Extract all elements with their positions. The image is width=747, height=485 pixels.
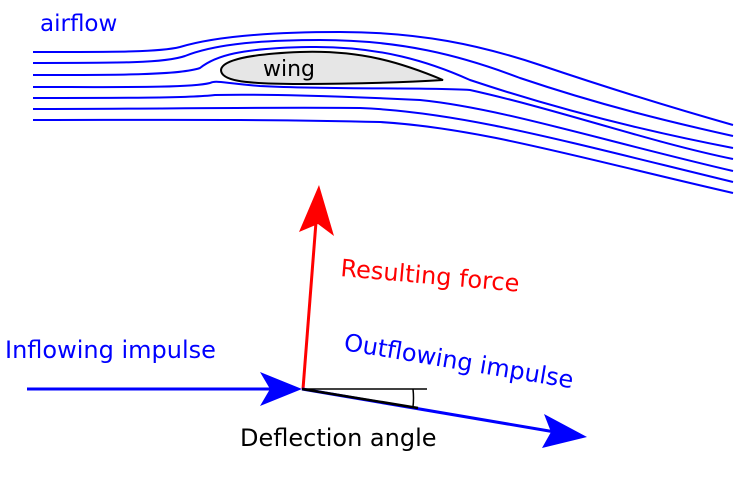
streamline <box>32 80 734 160</box>
outflowing-impulse-label: Outflowing impulse <box>342 328 576 394</box>
streamline <box>32 106 734 183</box>
streamline <box>32 45 734 149</box>
inflowing-impulse-label: Inflowing impulse <box>5 336 216 364</box>
deflection-angle-label: Deflection angle <box>240 424 437 452</box>
streamline <box>32 38 734 137</box>
streamline <box>32 118 734 194</box>
resulting-force-arrow <box>299 185 334 390</box>
airflow-label: airflow <box>40 11 117 37</box>
deflection-angle-marker <box>301 387 427 410</box>
wing-airfoil <box>219 50 444 86</box>
streamlines <box>32 30 734 194</box>
inflowing-impulse-arrow <box>27 372 302 406</box>
wing-label: wing <box>263 57 315 82</box>
resulting-force-label: Resulting force <box>339 254 520 298</box>
streamline <box>32 30 734 126</box>
streamline <box>32 93 734 172</box>
